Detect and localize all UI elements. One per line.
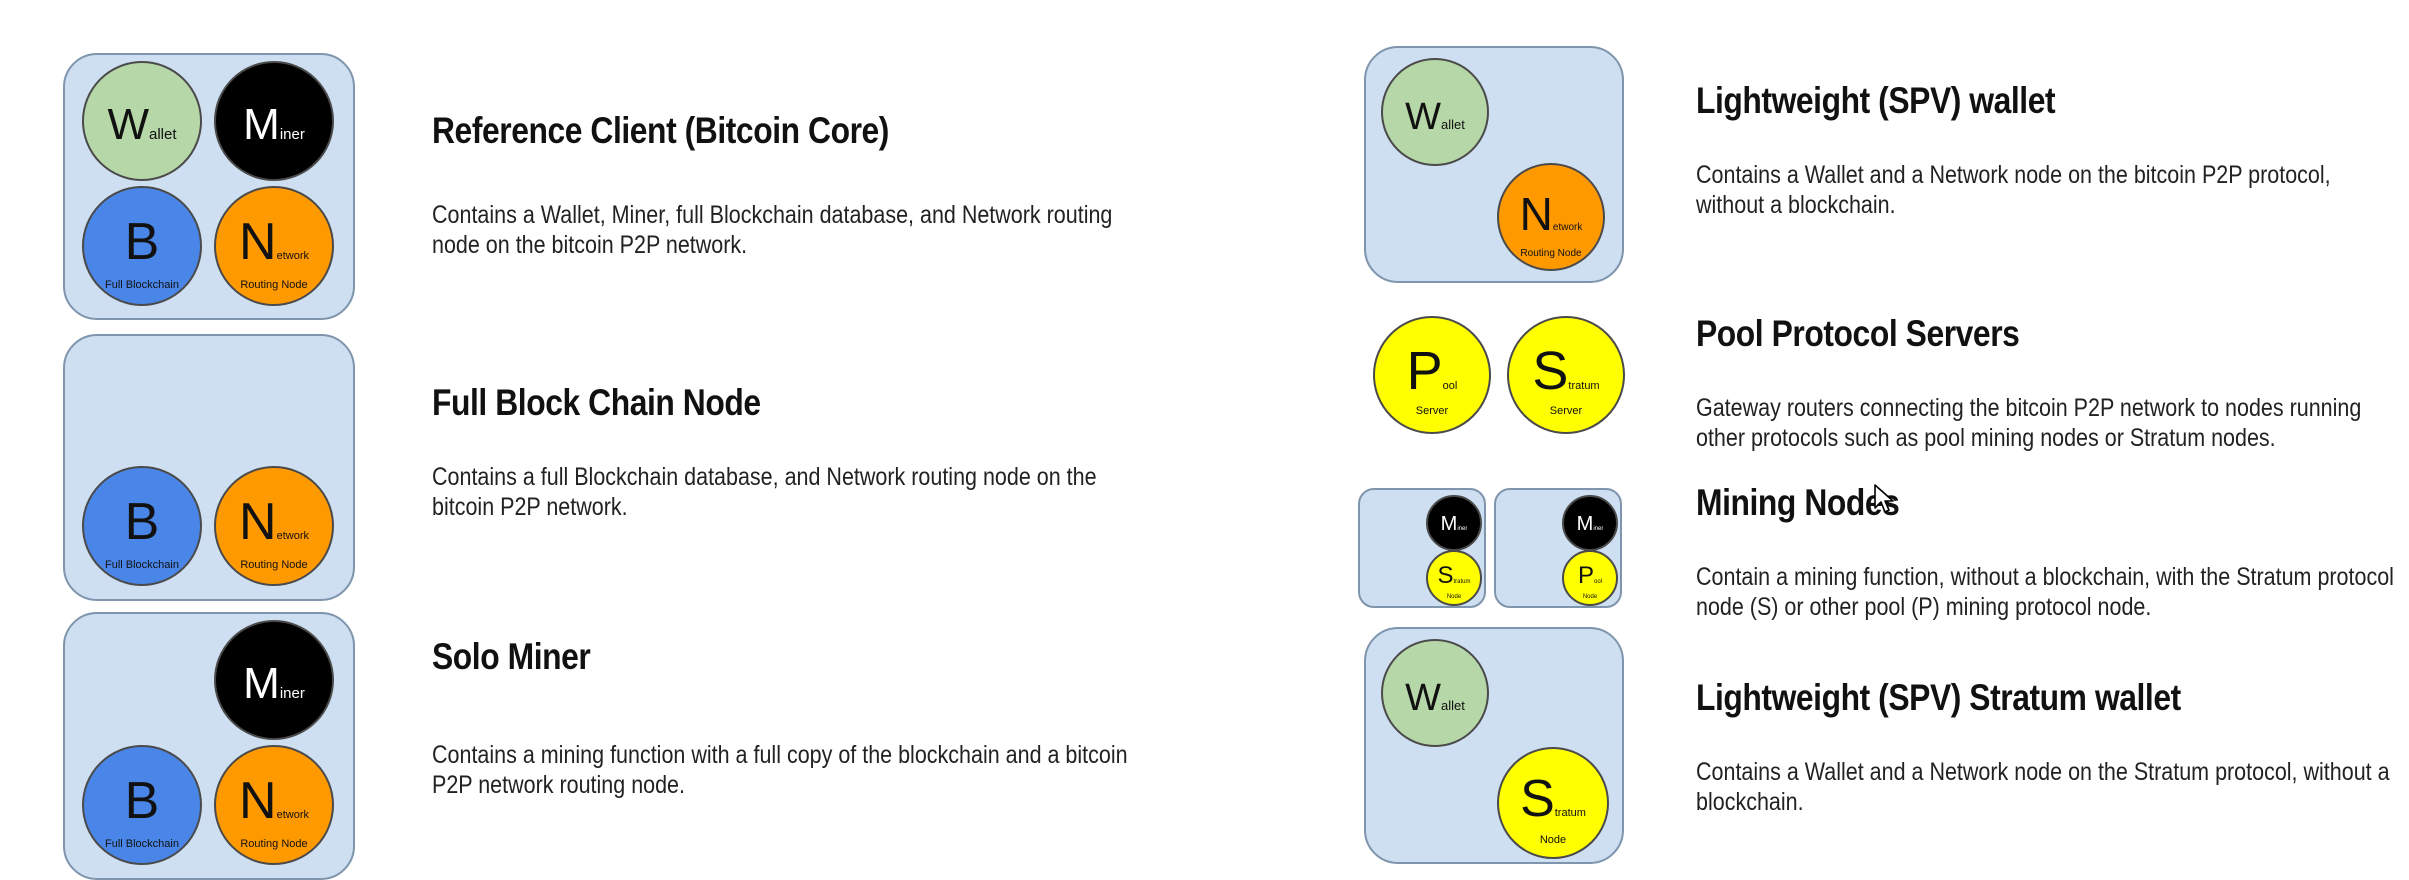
stratum-server-circle: Stratum Server [1507, 316, 1625, 434]
reference-client-description: Contains a Wallet, Miner, full Blockchai… [432, 201, 1113, 259]
wallet-circle: Wallet [82, 61, 202, 181]
miner-circle: Miner [214, 620, 334, 740]
blockchain-circle: B Full Blockchain [82, 745, 202, 865]
network-circle: Network Routing Node [214, 466, 334, 586]
pool-server-circle: Pool Server [1373, 316, 1491, 434]
spv-wallet-title: Lightweight (SPV) wallet [1696, 80, 2056, 121]
miner-circle: Miner [214, 61, 334, 181]
stratum-node-circle: Stratum Node [1426, 550, 1482, 606]
stratum-mining-node-box: Miner Stratum Node [1358, 488, 1486, 608]
mining-nodes-description: Contain a mining function, without a blo… [1696, 563, 2394, 621]
full-node-description: Contains a full Blockchain database, and… [432, 463, 1097, 521]
solo-miner-box: Miner B Full Blockchain Network Routing … [63, 612, 355, 880]
solo-miner-description: Contains a mining function with a full c… [432, 741, 1128, 799]
mouse-pointer-icon [1874, 484, 1894, 513]
spv-stratum-wallet-box: Wallet Stratum Node [1364, 627, 1624, 864]
wallet-circle: Wallet [1381, 639, 1489, 747]
reference-client-node-box: Wallet Miner B Full Blockchain Network R… [63, 53, 355, 320]
blockchain-circle: B Full Blockchain [82, 186, 202, 306]
miner-circle: Miner [1562, 495, 1618, 551]
spv-wallet-description: Contains a Wallet and a Network node on … [1696, 161, 2331, 219]
spv-stratum-wallet-description: Contains a Wallet and a Network node on … [1696, 758, 2390, 816]
reference-client-title: Reference Client (Bitcoin Core) [432, 110, 889, 151]
network-circle: Network Routing Node [1497, 163, 1605, 271]
miner-circle: Miner [1426, 495, 1482, 551]
spv-stratum-wallet-title: Lightweight (SPV) Stratum wallet [1696, 677, 2181, 718]
blockchain-circle: B Full Blockchain [82, 466, 202, 586]
stratum-node-circle: Stratum Node [1497, 747, 1609, 859]
mining-nodes-title: Mining Nodes [1696, 482, 1900, 523]
network-circle: Network Routing Node [214, 186, 334, 306]
pool-mining-node-box: Miner Pool Node [1494, 488, 1622, 608]
wallet-circle: Wallet [1381, 58, 1489, 166]
pool-servers-title: Pool Protocol Servers [1696, 313, 2020, 354]
pool-node-circle: Pool Node [1562, 550, 1618, 606]
solo-miner-title: Solo Miner [432, 636, 591, 677]
full-node-box: B Full Blockchain Network Routing Node [63, 334, 355, 601]
network-circle: Network Routing Node [214, 745, 334, 865]
full-node-title: Full Block Chain Node [432, 382, 761, 423]
pool-servers-description: Gateway routers connecting the bitcoin P… [1696, 394, 2362, 452]
spv-wallet-box: Wallet Network Routing Node [1364, 46, 1624, 283]
